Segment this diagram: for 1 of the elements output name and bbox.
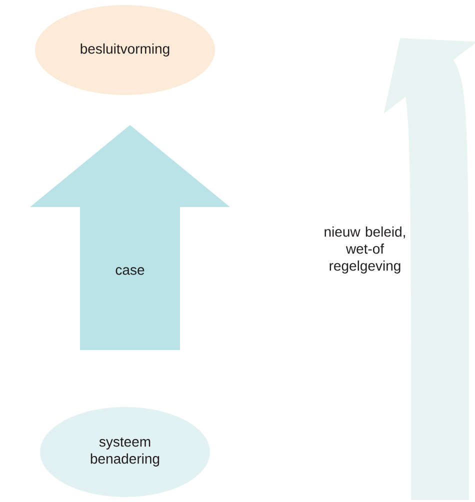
node-label: nieuw beleid, wet-of regelgeving bbox=[324, 226, 405, 274]
